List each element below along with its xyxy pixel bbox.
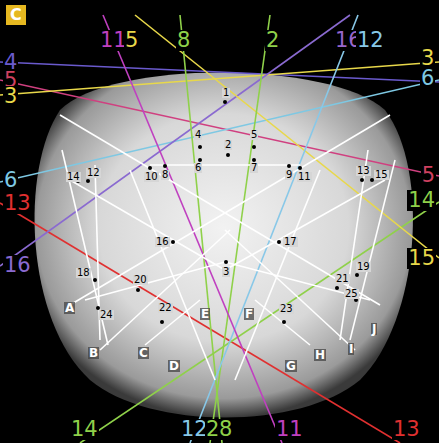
callout-number: 13: [356, 166, 371, 176]
band-letter: E: [200, 308, 210, 320]
band-index: 8: [176, 30, 191, 51]
callout-number: 7: [250, 163, 258, 173]
callout-number: 25: [344, 289, 359, 299]
pattern-disc: [35, 73, 413, 418]
callout-number: 1: [222, 88, 230, 98]
callout-number: 3: [222, 267, 230, 277]
callout-number: 12: [86, 168, 101, 178]
callout-number: 19: [356, 262, 371, 272]
band-letter: F: [244, 308, 254, 320]
band-index: 3: [3, 86, 18, 107]
band-index: 11: [275, 419, 304, 440]
callout-number: 24: [99, 310, 114, 320]
callout-number: 8: [161, 170, 169, 180]
band-index: 5: [421, 165, 436, 186]
callout-number: 17: [283, 237, 298, 247]
band-letter: A: [64, 302, 75, 314]
callout-number: 5: [250, 130, 258, 140]
band-index: 14: [407, 190, 436, 211]
callout-number: 15: [374, 170, 389, 180]
band-index: 14: [70, 419, 99, 440]
callout-number: 2: [224, 140, 232, 150]
band-letter: G: [285, 360, 297, 372]
band-index: 12: [356, 30, 385, 51]
band-index: 8: [218, 419, 233, 440]
callout-number: 23: [279, 304, 294, 314]
band-index: 6: [3, 170, 18, 191]
callout-number: 22: [158, 303, 173, 313]
callout-number: 4: [194, 130, 202, 140]
band-index: 2: [265, 30, 280, 51]
band-index: 3: [420, 48, 435, 69]
band-index: 5: [124, 30, 139, 51]
callout-number: 18: [76, 268, 91, 278]
band-letter: H: [314, 349, 326, 361]
zone-axis-dots: [76, 100, 374, 324]
callout-number: 10: [144, 172, 159, 182]
band-letter: C: [138, 347, 149, 359]
callout-number: 14: [66, 172, 81, 182]
panel-letter: C: [6, 5, 26, 25]
band-letter: B: [88, 347, 99, 359]
callout-number: 11: [297, 172, 312, 182]
callout-number: 6: [194, 163, 202, 173]
band-index: 6: [420, 68, 435, 89]
band-letter: I: [348, 343, 354, 355]
callout-number: 16: [155, 237, 170, 247]
callout-number: 9: [285, 170, 293, 180]
band-index: 15: [407, 248, 436, 269]
indexed-bands: [0, 15, 439, 443]
band-index: 13: [3, 193, 32, 214]
callout-number: 20: [133, 275, 148, 285]
band-letter: J: [371, 323, 377, 335]
band-letter: D: [168, 360, 180, 372]
band-index: 16: [3, 255, 32, 276]
callout-number: 21: [335, 274, 350, 284]
kikuchi-lines: [60, 115, 395, 380]
band-index: 13: [392, 419, 421, 440]
